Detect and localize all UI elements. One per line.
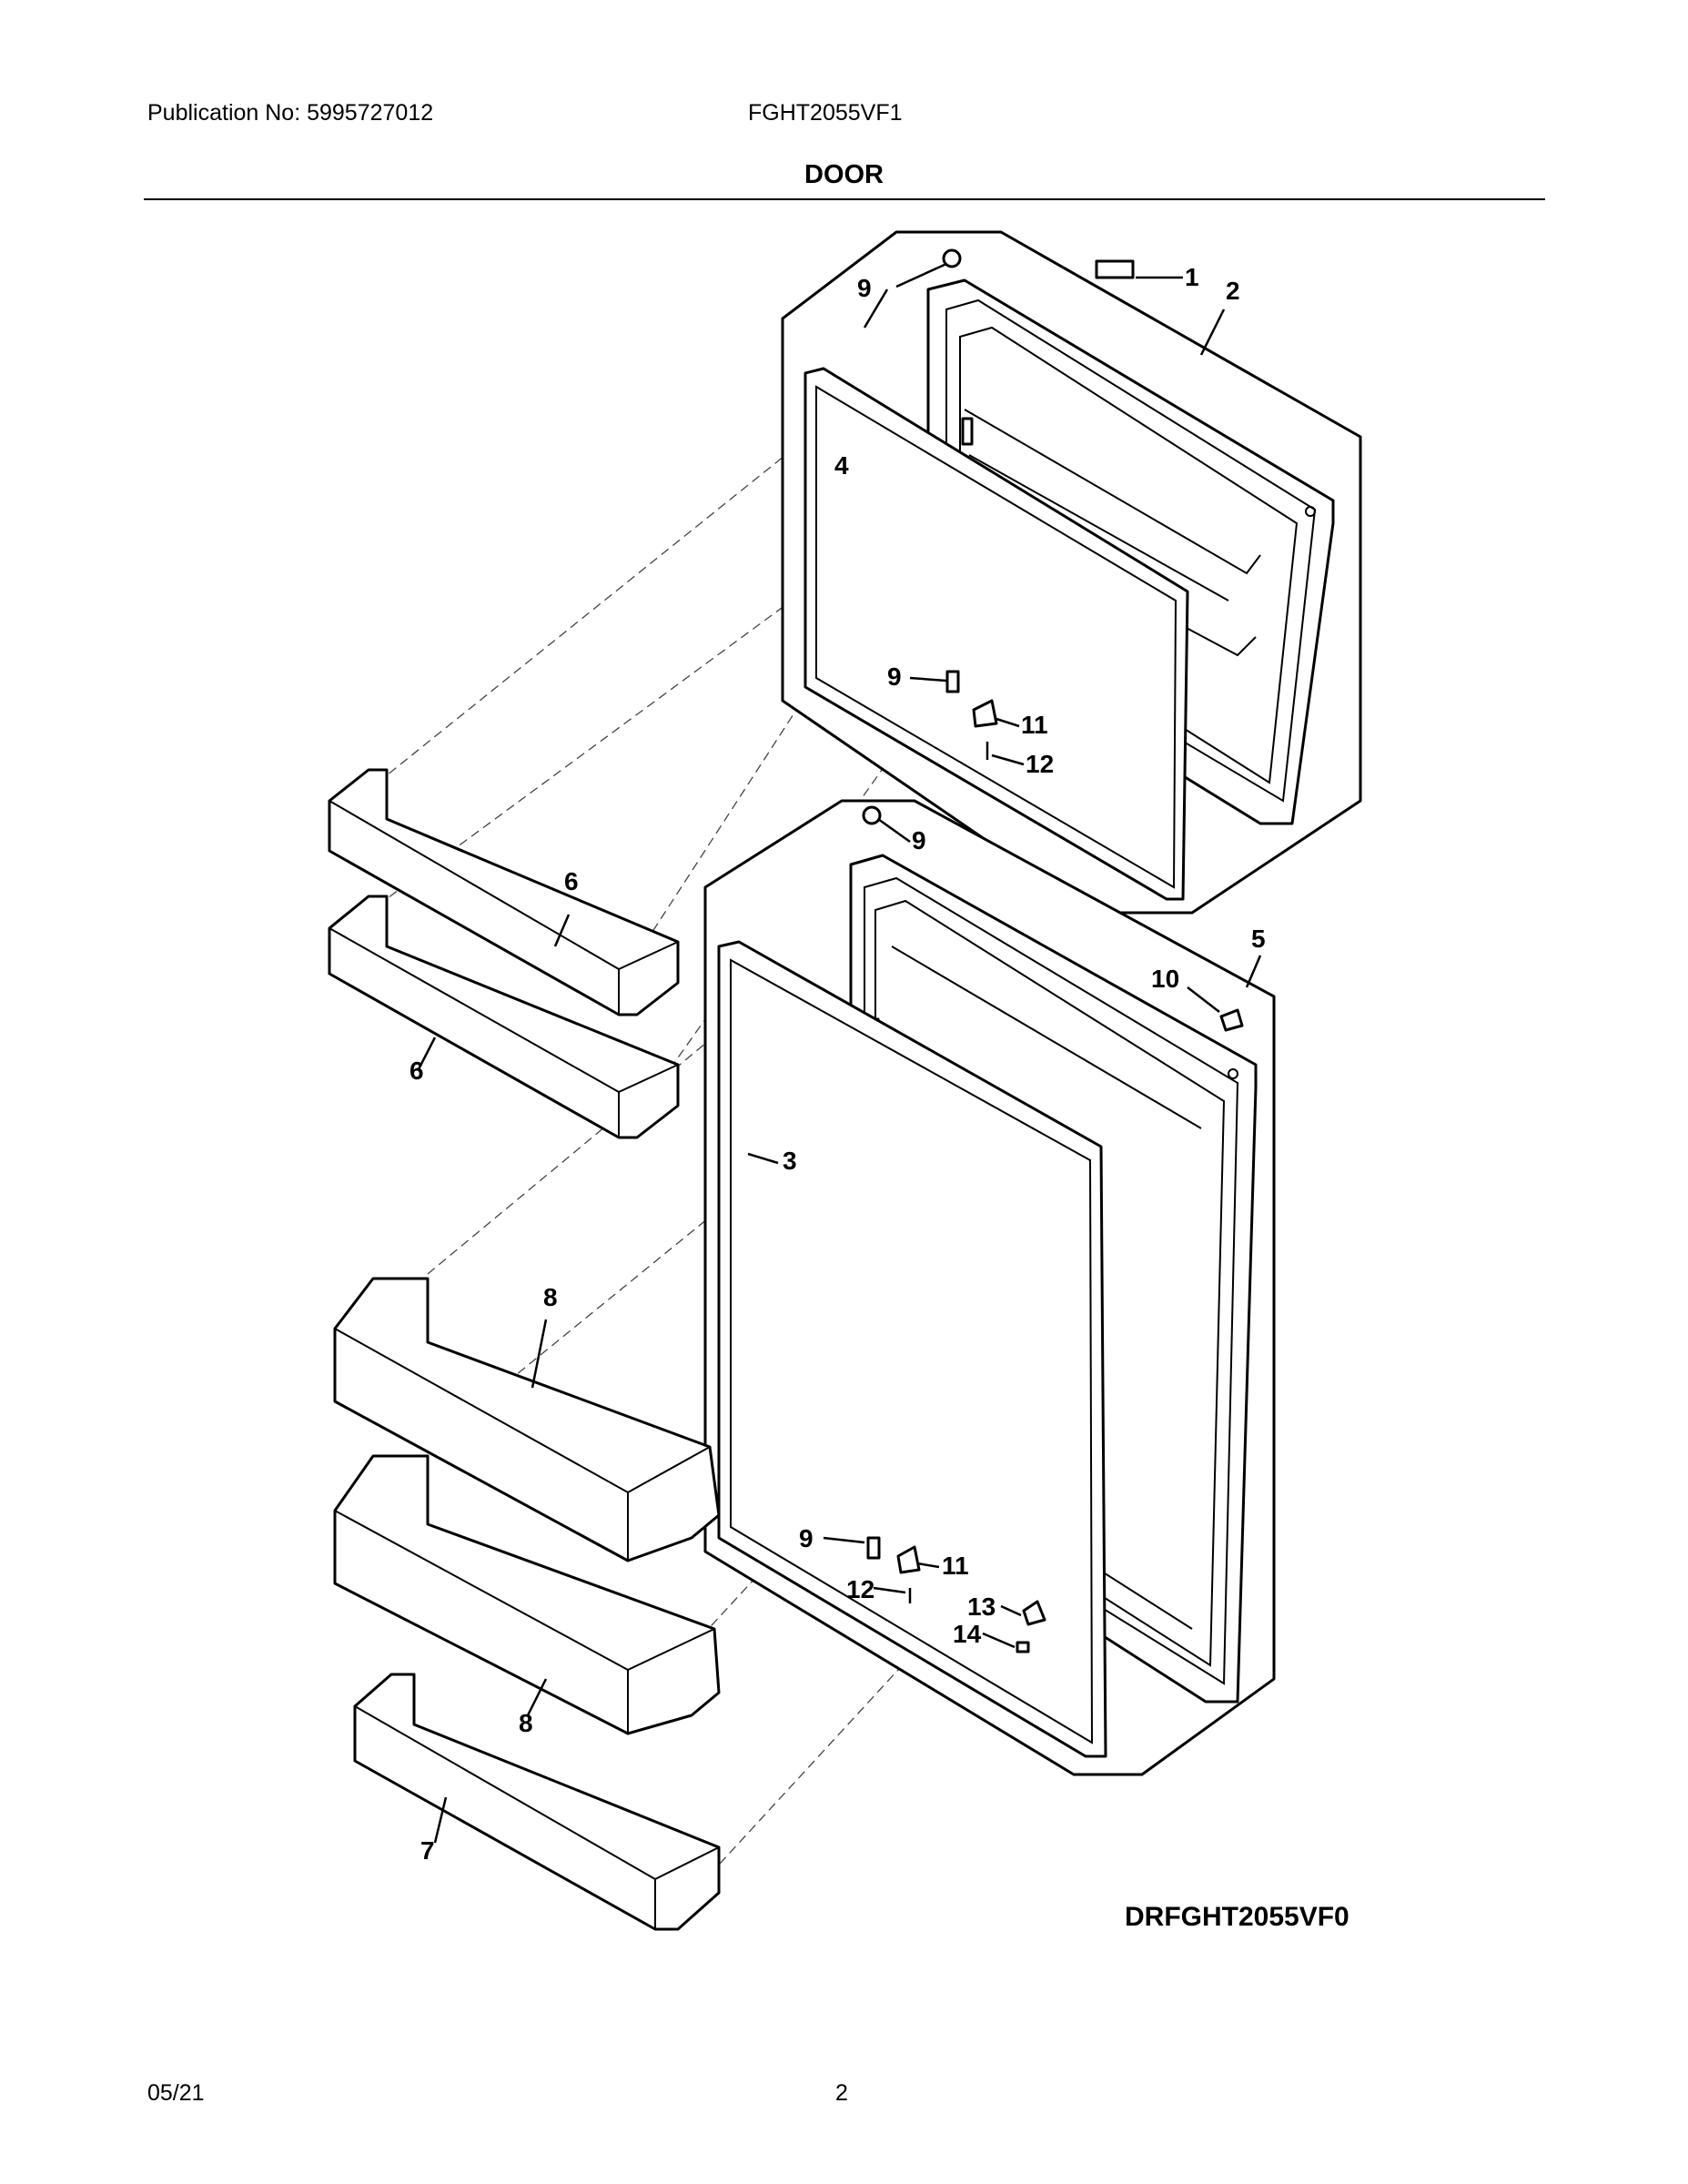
- callout-1: 1: [1185, 263, 1199, 291]
- section-title: DOOR: [804, 160, 884, 189]
- callout-14: 14: [953, 1620, 982, 1648]
- page-number: 2: [835, 2080, 848, 2106]
- door-bin-6-lower: [328, 895, 680, 1139]
- callout-5: 5: [1251, 925, 1266, 953]
- callout-13: 13: [967, 1592, 996, 1621]
- callout-8: 8: [519, 1709, 533, 1737]
- callout-6: 6: [564, 867, 579, 895]
- callout-9: 9: [799, 1524, 814, 1552]
- callout-9: 9: [887, 662, 902, 691]
- hinge-hardware: [862, 248, 1244, 1653]
- callout-10: 10: [1151, 965, 1180, 993]
- publication-number: Publication No: 5995727012: [147, 100, 434, 126]
- callout-8: 8: [543, 1283, 558, 1311]
- callout-12: 12: [1026, 750, 1055, 778]
- fresh-food-gasket: [717, 940, 1107, 1758]
- callout-4: 4: [834, 451, 849, 480]
- callout-9: 9: [857, 274, 872, 302]
- footer-date: 05/21: [147, 2080, 205, 2106]
- callout-11: 11: [942, 1552, 969, 1580]
- callout-7: 7: [420, 1836, 435, 1865]
- freezer-gasket: [804, 367, 1189, 901]
- callout-6: 6: [409, 1057, 424, 1085]
- header-divider: [144, 198, 1545, 200]
- callout-2: 2: [1226, 277, 1240, 305]
- door-bin-7: [353, 1673, 721, 1931]
- callout-9: 9: [912, 826, 926, 854]
- callout-3: 3: [783, 1147, 797, 1175]
- callout-leader-lines: [417, 262, 1262, 1844]
- callout-11: 11: [1021, 711, 1048, 739]
- door-bin-8-upper: [333, 1277, 721, 1562]
- door-bin-8-lower: [333, 1454, 721, 1735]
- door-bin-6-upper: [328, 768, 680, 1016]
- drawing-code: DRFGHT2055VF0: [1125, 1902, 1349, 1932]
- callout-12: 12: [846, 1575, 875, 1603]
- model-number: FGHT2055VF1: [748, 100, 903, 126]
